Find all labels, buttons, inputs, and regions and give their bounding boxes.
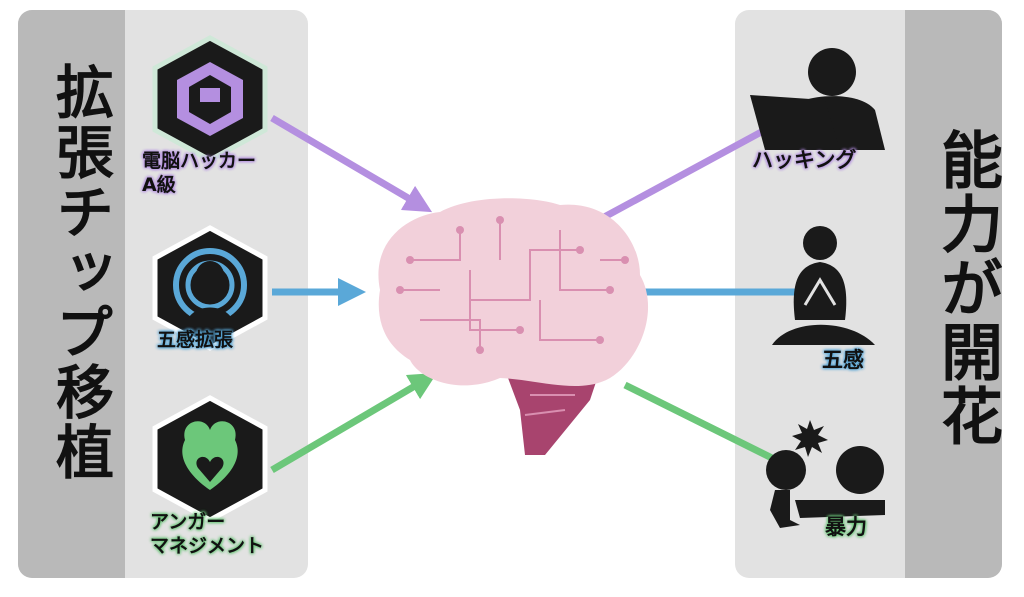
chip-label-senses: 五感拡張 [157,328,233,352]
chip-label-anger-line2: マネジメント [150,535,265,557]
chip-label-senses-line1: 五感拡張 [157,329,234,351]
meditating-person-icon [772,226,875,345]
chip-label-anger: アンガー マネジメント [150,510,264,558]
line-brain-to-violence [623,381,782,466]
hacker-chip-icon [152,35,268,163]
left-title: 拡張チップ移植 [46,62,114,482]
line-brain-to-hacking [593,126,767,226]
punching-person-icon [766,420,885,528]
ability-label-hacking: ハッキング [752,148,857,172]
laptop-person-icon [750,48,885,150]
chip-label-hacker-line1: 電脳ハッカー [142,150,257,172]
right-title-strip [905,10,1002,578]
chip-label-anger-line1: アンガー [150,511,226,533]
ability-label-violence: 暴力 [825,515,867,539]
left-title-strip [18,10,125,578]
arrow-hacker-to-brain [270,114,433,213]
anger-chip-icon [152,395,268,523]
right-title: 能力が開花 [930,128,1002,448]
arrow-anger-to-brain [270,372,438,474]
chip-label-hacker: 電脳ハッカー A級 [142,149,256,197]
ability-label-senses: 五感 [822,348,864,372]
brain-circuit-icon [378,198,649,455]
chip-label-hacker-line2: A級 [142,174,176,196]
senses-chip-icon [152,225,268,351]
